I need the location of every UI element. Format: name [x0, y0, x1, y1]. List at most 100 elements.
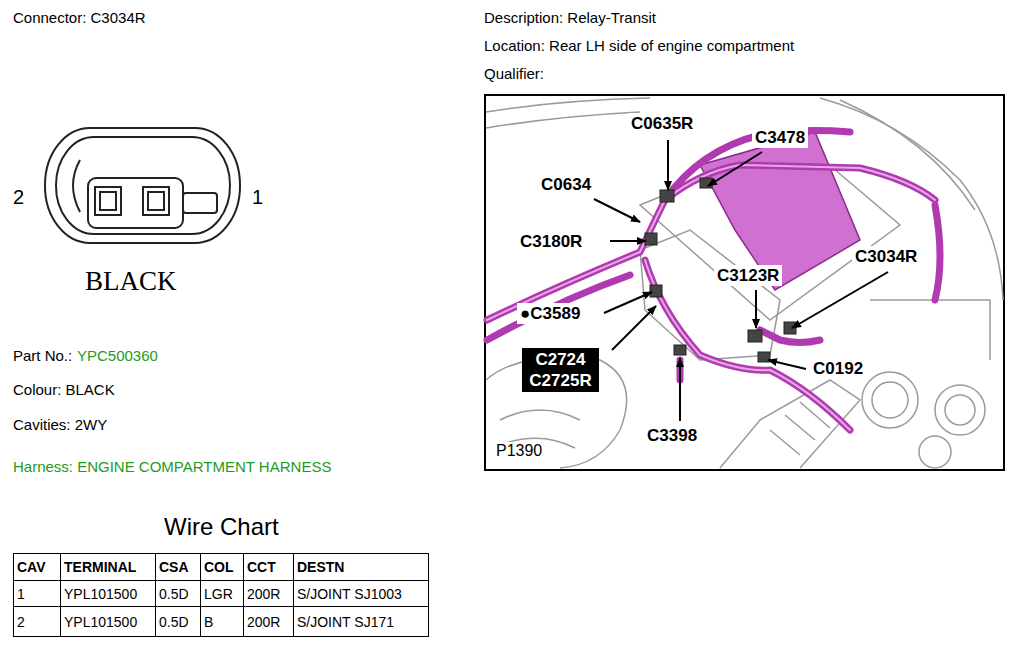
table-cell: 0.5D [156, 607, 201, 637]
table-cell: 2 [14, 607, 61, 637]
engine-bay-picture [700, 178, 712, 188]
table-cell: 200R [244, 607, 294, 637]
table-value: YPL101500 [64, 614, 137, 630]
connector-face [148, 192, 164, 210]
engine-bay-picture [945, 395, 975, 425]
callout-label: C0635R [628, 113, 696, 134]
connector-face [183, 193, 217, 213]
cavities-text: Cavities: 2WY [13, 416, 107, 433]
table-row: 1 YPL101500 0.5DLGR 200R S/JOINT SJ1003 [14, 581, 429, 607]
table-row: 2 YPL101500 0.5D B 200RS/JOINT SJ171 [14, 607, 429, 637]
description-text: Description: Relay-Transit [484, 9, 656, 26]
callout-label: C3123R [714, 265, 782, 286]
table-value: 2 [17, 614, 25, 630]
table-cell: TERMINAL [61, 554, 156, 581]
engine-bay-picture [919, 436, 951, 468]
figure-number: P1390 [494, 442, 544, 460]
table-cell: CCT [244, 554, 294, 581]
table-cell: B [201, 607, 244, 637]
callout-label: C3034R [852, 246, 920, 267]
leader-line [679, 358, 681, 421]
callout-label: C3180R [517, 231, 585, 252]
column-header: DESTN [297, 559, 344, 575]
leader-line [708, 152, 762, 186]
table-row: CAV TERMINAL CSA COL CCT DESTN [14, 554, 429, 581]
engine-bay-picture [872, 382, 908, 418]
table-cell: 1 [14, 581, 61, 607]
connector-face [45, 128, 240, 243]
engine-bay-picture [486, 98, 650, 112]
engine-bay-picture [645, 233, 657, 245]
wire-chart: CAVTERMINALCSACOLCCTDESTN1YPL1015000.5DL… [13, 553, 429, 637]
table-value: 1 [17, 586, 25, 602]
pin-number: 1 [252, 186, 263, 209]
table-value: B [204, 614, 213, 630]
table-value: S/JOINT SJ171 [297, 614, 394, 630]
table-value: 0.5D [159, 614, 189, 630]
connector-face [45, 128, 240, 243]
column-header: COL [204, 559, 234, 575]
leader-line [604, 292, 652, 313]
engine-bay-picture [645, 260, 850, 430]
column-header: TERMINAL [64, 559, 136, 575]
leader-line [768, 360, 806, 369]
location-text: Location: Rear LH side of engine compart… [484, 37, 794, 54]
connector-tag: C2724C2725R [522, 348, 599, 392]
leader-line [612, 306, 656, 350]
table-cell: S/JOINT SJ171 [294, 607, 429, 637]
table-cell: 200R [244, 581, 294, 607]
engine-bay-picture [770, 402, 830, 455]
connector-colour: BLACK [85, 266, 177, 297]
leader-line [594, 140, 888, 421]
engine-bay-picture [700, 132, 860, 290]
engine-bay-picture [645, 178, 796, 362]
table-cell: CAV [14, 554, 61, 581]
engine-bay-picture [840, 100, 975, 210]
connector-title: Connector: C3034R [13, 9, 146, 26]
table-value: 200R [247, 586, 280, 602]
engine-bay-picture [674, 345, 686, 355]
connector-face [143, 187, 169, 215]
column-header: CAV [17, 559, 46, 575]
engine-bay-picture [935, 205, 940, 300]
connector-id: C2725R [528, 370, 593, 391]
table-value: YPL101500 [64, 586, 137, 602]
engine-bay-picture [487, 165, 935, 430]
leader-line [594, 199, 640, 222]
engine-bay-picture [485, 95, 1004, 470]
engine-bay-picture [935, 385, 985, 435]
table-cell: CSA [156, 554, 201, 581]
connector-face [56, 137, 230, 234]
table-cell: COL [201, 554, 244, 581]
engine-bay-picture [645, 260, 850, 430]
engine-bay-picture [486, 98, 1003, 468]
part-number-value: YPC500360 [77, 347, 158, 364]
engine-bay-picture [650, 285, 662, 297]
engine-bay-picture [486, 112, 640, 128]
table-cell: S/JOINT SJ1003 [294, 581, 429, 607]
engine-bay-picture [487, 165, 935, 320]
column-header: CCT [247, 559, 276, 575]
table-cell: YPL101500 [61, 581, 156, 607]
table-cell: 0.5D [156, 581, 201, 607]
callout-label: C3398 [644, 425, 700, 446]
callout-label: C0634 [538, 174, 594, 195]
engine-bay-picture [660, 190, 674, 202]
engine-bay-picture [870, 300, 990, 360]
engine-bay-picture [487, 131, 940, 430]
table-cell: LGR [201, 581, 244, 607]
engine-bay-picture [862, 372, 918, 428]
table-value: LGR [204, 586, 233, 602]
connector-face [73, 160, 80, 212]
table-title: Wire Chart [164, 513, 279, 541]
qualifier-text: Qualifier: [484, 65, 544, 82]
table-cell: DESTN [294, 554, 429, 581]
column-header: CSA [159, 559, 189, 575]
leader-line [755, 290, 757, 328]
leader-line [667, 140, 669, 190]
engine-bay-picture [784, 322, 796, 334]
connector-face [100, 192, 116, 210]
harness-text: Harness: ENGINE COMPARTMENT HARNESS [13, 458, 331, 475]
connector-id: C2724 [528, 349, 593, 370]
callout-label: C0192 [810, 358, 866, 379]
